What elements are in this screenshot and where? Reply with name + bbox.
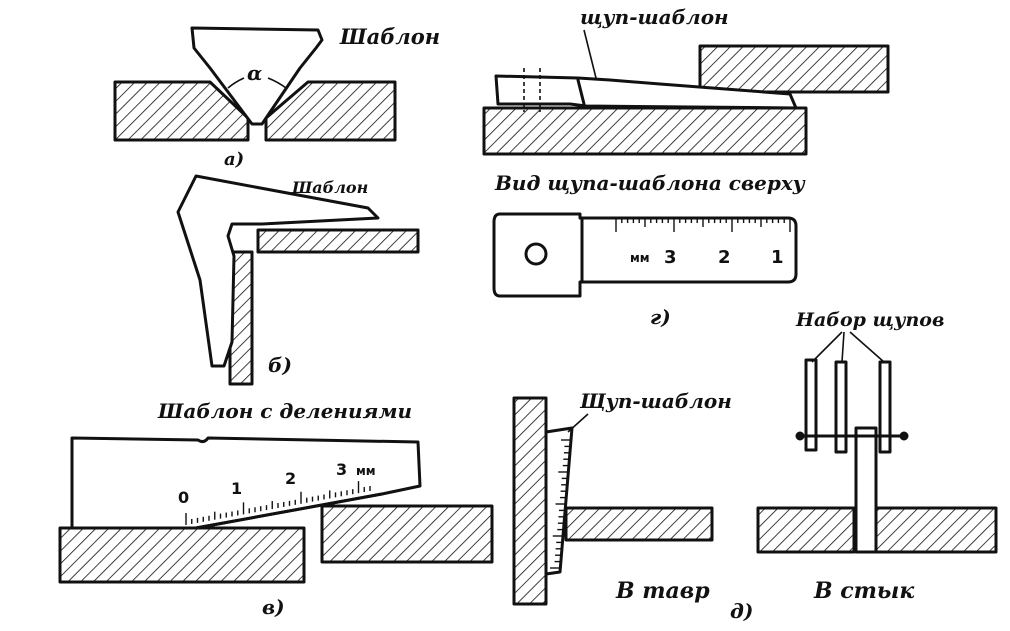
v-template-a — [190, 26, 324, 126]
tee-horizontal-plate — [564, 506, 714, 542]
scale-v-tick-2: 2 — [285, 469, 296, 488]
scale-v-ticks — [185, 481, 371, 525]
fig-g-caption: г) — [650, 305, 671, 329]
leader-schup-top — [583, 29, 599, 87]
feeler-side-view — [494, 74, 798, 110]
scale-v-unit: мм — [356, 464, 376, 478]
leader-schup-d — [567, 413, 589, 433]
leader-nabor-3 — [849, 331, 885, 363]
v-tavr-label: В тавр — [615, 578, 710, 604]
corner-template-b — [176, 174, 380, 368]
angle-horizontal-plate — [256, 228, 420, 254]
vid-sverhu-label: Вид щупа-шаблона сверху — [494, 171, 806, 195]
nabor-schupov-label: Набор щупов — [795, 309, 944, 331]
scale-v-tick-3: 3 — [336, 460, 347, 479]
base-plate-g — [482, 106, 808, 156]
fig-a-caption: а) — [224, 149, 244, 170]
alpha-label: α — [247, 61, 262, 85]
plate-left-v — [58, 526, 306, 584]
feeler-blade-right — [878, 360, 892, 454]
feeler-blade-left-1 — [804, 358, 818, 452]
alpha-arrow-left — [227, 77, 245, 89]
leader-nabor-2 — [841, 331, 845, 363]
figure-b: Шаблон б) — [176, 174, 420, 386]
scale-g-tick-1: 1 — [771, 247, 784, 268]
feeler-rivet-left — [795, 431, 805, 441]
fig-v-caption: в) — [262, 595, 285, 619]
shablon-s-deleniyami-label: Шаблон с делениями — [157, 399, 412, 423]
feeler-blade-center — [854, 426, 878, 554]
butt-plate-right — [874, 506, 998, 554]
feeler-blade-left-2 — [834, 360, 848, 454]
template-slope-edge — [194, 492, 384, 530]
upper-plate-g — [698, 44, 890, 94]
schup-shablon-label-top: щуп-шаблон — [580, 5, 729, 29]
figure-g: щуп-шаблон Вид щупа-шаблона сверху мм 3 … — [482, 5, 890, 329]
feeler-rivet-right — [899, 431, 909, 441]
fig-d-caption: д) — [730, 599, 753, 623]
scale-g-tick-2: 2 — [718, 247, 731, 268]
scale-g-unit: мм — [630, 251, 650, 265]
shablon-label-a: Шаблон — [339, 24, 440, 49]
tee-vertical-plate — [512, 396, 548, 606]
figure-v: Шаблон с делениями 0 1 2 3 мм в) — [58, 399, 494, 619]
schup-shablon-label-d: Щуп-шаблон — [579, 389, 732, 413]
plate-left-a — [113, 80, 250, 142]
shablon-label-b: Шаблон — [291, 178, 368, 197]
figure-d: Щуп-шаблон В тавр Набор щупов В стык д) — [512, 309, 998, 623]
scale-g-tick-3: 3 — [664, 247, 677, 268]
v-styk-label: В стык — [813, 578, 914, 604]
scale-v-tick-1: 1 — [231, 479, 242, 498]
scale-g-ticks — [615, 218, 791, 232]
feeler-handle-joint — [576, 78, 586, 106]
plate-right-a — [264, 80, 397, 142]
pivot-hole — [524, 242, 548, 266]
feeler-top-view — [492, 212, 798, 298]
tee-feeler — [544, 426, 574, 576]
leader-nabor-1 — [811, 331, 843, 363]
figure-a: α Шаблон а) — [113, 24, 440, 170]
alpha-arrow-right — [267, 77, 287, 89]
plate-right-v — [320, 504, 494, 564]
butt-plate-left — [756, 506, 856, 554]
fig-b-caption: б) — [268, 353, 292, 377]
scale-v-tick-0: 0 — [178, 488, 189, 507]
tee-feeler-ticks — [550, 439, 570, 569]
